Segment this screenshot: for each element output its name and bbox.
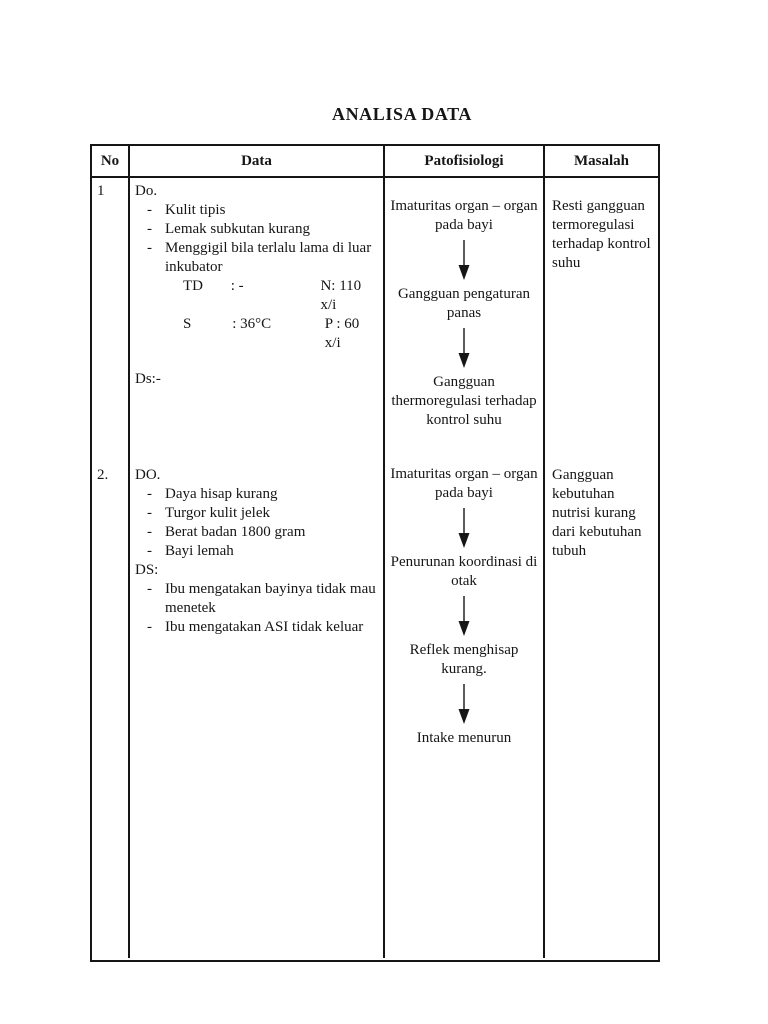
bullet-dash: - xyxy=(147,524,152,540)
list-item-text: Daya hisap kurang xyxy=(165,486,278,502)
do-label: DO. xyxy=(135,467,161,483)
flow-step: Penurunan koordinasi di otak xyxy=(390,554,538,589)
vital-row: S : 36°C P : 60 x/i xyxy=(135,315,378,353)
table-header-row: No Data Patofisiologi Masalah xyxy=(92,146,658,178)
down-arrow-icon xyxy=(458,684,470,724)
bullet-dash: - xyxy=(147,619,152,635)
ds-label: Ds:- xyxy=(135,371,161,387)
list-item: - Daya hisap kurang xyxy=(135,485,378,504)
list-item: - Bayi lemah xyxy=(135,542,378,561)
column-header-masalah: Masalah xyxy=(573,153,629,169)
pathophysiology-flow: Imaturitas organ – organ pada bayi Gangg… xyxy=(390,197,538,430)
down-arrow-icon xyxy=(458,508,470,548)
row-number: 2. xyxy=(92,459,130,958)
patofisiologi-cell-entry-2: Imaturitas organ – organ pada bayi Penur… xyxy=(385,459,545,958)
flow-step: Imaturitas organ – organ pada bayi xyxy=(390,198,538,233)
vital-value: : - xyxy=(230,278,244,294)
row-number: 1 xyxy=(92,178,130,459)
pathophysiology-flow: Imaturitas organ – organ pada bayi Penur… xyxy=(390,465,538,748)
bullet-dash: - xyxy=(147,543,152,559)
down-arrow-icon xyxy=(458,596,470,636)
masalah-cell-entry-2: Gangguan kebutuhan nutrisi kurang dari k… xyxy=(552,467,642,559)
bullet-dash: - xyxy=(147,240,152,256)
list-item: - Kulit tipis xyxy=(135,201,378,220)
list-item-text: Turgor kulit jelek xyxy=(165,505,271,521)
masalah-cell-entry-1: Resti gangguan termoregulasi terhadap ko… xyxy=(552,198,651,271)
bullet-dash: - xyxy=(147,505,152,521)
table-body: 1 Do. - Kulit tipis - Lemak subkutan kur… xyxy=(92,178,658,958)
list-item-text: Bayi lemah xyxy=(165,543,234,559)
list-item-text: Lemak subkutan kurang xyxy=(165,221,310,237)
list-item: - Turgor kulit jelek xyxy=(135,504,378,523)
down-arrow-icon xyxy=(458,328,470,368)
list-item-text: Menggigil bila terlalu lama di luar inku… xyxy=(165,240,372,275)
list-item: - Menggigil bila terlalu lama di luar in… xyxy=(135,239,378,277)
vital-right: P : 60 x/i xyxy=(324,316,360,351)
vital-label: S xyxy=(183,316,192,332)
column-header-data: Data xyxy=(130,146,385,176)
vital-value: : 36°C xyxy=(232,316,272,332)
page-title: ANALISA DATA xyxy=(331,104,473,124)
bullet-dash: - xyxy=(147,221,152,237)
flow-step: Reflek menghisap kurang. xyxy=(409,642,519,677)
flow-step: Gangguan thermoregulasi terhadap kontrol… xyxy=(391,374,537,428)
list-item: - Ibu mengatakan bayinya tidak mau menet… xyxy=(135,580,378,618)
flow-step: Imaturitas organ – organ pada bayi xyxy=(390,466,538,501)
ds-label: DS: xyxy=(135,562,159,578)
analisa-data-table: No Data Patofisiologi Masalah 1 Do. - Ku… xyxy=(90,144,660,962)
patofisiologi-cell-entry-1: Imaturitas organ – organ pada bayi Gangg… xyxy=(385,178,545,459)
bullet-dash: - xyxy=(147,202,152,218)
down-arrow-icon xyxy=(458,240,470,280)
data-cell-entry-2: DO. - Daya hisap kurang - Turgor kulit j… xyxy=(130,459,385,958)
vital-label: TD xyxy=(183,278,203,294)
column-header-no: No xyxy=(92,146,130,176)
list-item: - Ibu mengatakan ASI tidak keluar xyxy=(135,618,378,637)
do-label: Do. xyxy=(135,183,158,199)
list-item-text: Ibu mengatakan ASI tidak keluar xyxy=(165,619,364,635)
bullet-dash: - xyxy=(147,486,152,502)
flow-step: Intake menurun xyxy=(416,730,512,746)
column-header-patofisiologi: Patofisiologi xyxy=(385,146,545,176)
data-cell-entry-1: Do. - Kulit tipis - Lemak subkutan kuran… xyxy=(130,178,385,459)
list-item-text: Ibu mengatakan bayinya tidak mau menetek xyxy=(165,581,376,616)
list-item-text: Berat badan 1800 gram xyxy=(165,524,306,540)
bullet-dash: - xyxy=(147,581,152,597)
vital-signs: TD : - N: 110 x/i S : 36°C P : 60 x/i xyxy=(135,277,378,353)
vital-row: TD : - N: 110 x/i xyxy=(135,277,378,315)
vital-right: N: 110 x/i xyxy=(320,278,362,313)
list-item: - Lemak subkutan kurang xyxy=(135,220,378,239)
flow-step: Gangguan pengaturan panas xyxy=(397,286,531,321)
list-item-text: Kulit tipis xyxy=(165,202,226,218)
list-item: - Berat badan 1800 gram xyxy=(135,523,378,542)
